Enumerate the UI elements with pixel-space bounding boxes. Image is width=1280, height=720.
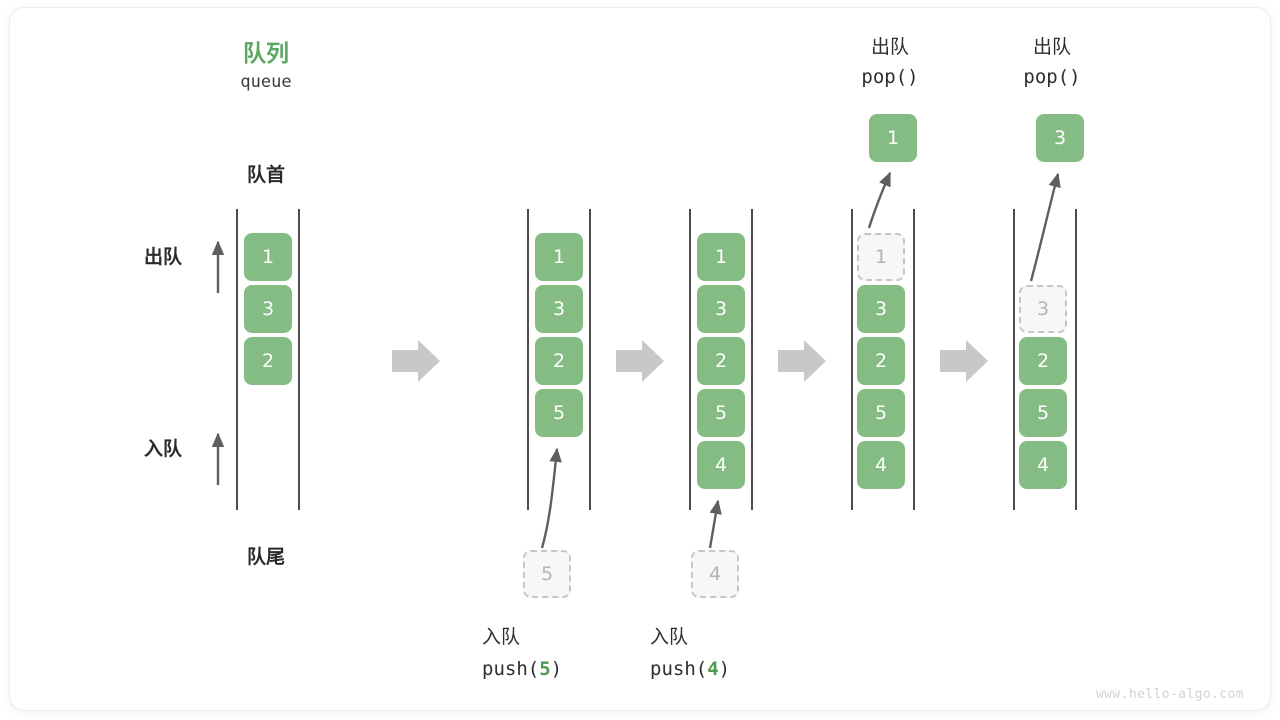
stage-push5-caption-code: push(5) — [482, 658, 662, 680]
rail-left-pop1 — [851, 209, 853, 510]
cell-push5-2: 2 — [535, 337, 583, 385]
rail-left-initial — [236, 209, 238, 510]
cell-push4-2: 2 — [697, 337, 745, 385]
stage-push5-caption-cn: 入队 — [482, 626, 521, 648]
stage-push4-caption-cn: 入队 — [650, 626, 689, 648]
rail-right-push5 — [589, 209, 591, 510]
push5-code-prefix: push( — [482, 658, 540, 680]
cell-push4-4: 4 — [697, 441, 745, 489]
ghost-pop3-removed: 3 — [1019, 285, 1067, 333]
rear-label: 队尾 — [246, 546, 285, 568]
ghost-pop1-removed: 1 — [857, 233, 905, 281]
cell-initial-0: 1 — [244, 233, 292, 281]
rail-right-initial — [298, 209, 300, 510]
cell-push4-0: 1 — [697, 233, 745, 281]
front-label: 队首 — [246, 164, 285, 186]
cell-push5-0: 1 — [535, 233, 583, 281]
push5-arrow — [540, 447, 562, 549]
cell-pop3-1: 2 — [1019, 337, 1067, 385]
rail-left-push5 — [527, 209, 529, 510]
diagram-title-cn: 队列 — [243, 41, 289, 67]
rail-left-pop3 — [1013, 209, 1015, 510]
cell-pop1-3: 5 — [857, 389, 905, 437]
push4-code-prefix: push( — [650, 658, 708, 680]
cell-pop1-1: 3 — [857, 285, 905, 333]
pop1-arrow — [867, 171, 892, 229]
cell-pop3-2: 5 — [1019, 389, 1067, 437]
cell-pop3-3: 4 — [1019, 441, 1067, 489]
pop3-arrow — [1029, 172, 1061, 282]
stage-pop1-header-code: pop() — [861, 66, 919, 88]
stage-pop1-header-cn: 出队 — [870, 36, 909, 58]
push5-code-num: 5 — [539, 658, 551, 680]
stage-pop3-header-code: pop() — [1023, 66, 1081, 88]
stage-arrow-3 — [778, 340, 826, 382]
watermark: www.hello-algo.com — [1095, 687, 1244, 702]
rail-right-pop1 — [913, 209, 915, 510]
cell-push4-3: 5 — [697, 389, 745, 437]
enqueue-side-label: 入队 — [144, 438, 183, 460]
cell-push5-1: 3 — [535, 285, 583, 333]
stage-arrow-2 — [616, 340, 664, 382]
push5-code-suffix: ) — [550, 658, 563, 680]
cell-initial-1: 3 — [244, 285, 292, 333]
ghost-push4-incoming: 4 — [691, 550, 739, 598]
popped-value-pop1: 1 — [869, 114, 917, 162]
push4-arrow — [708, 499, 722, 549]
cell-pop1-2: 2 — [857, 337, 905, 385]
stage-pop3-header-cn: 出队 — [1032, 36, 1071, 58]
popped-value-pop3: 3 — [1036, 114, 1084, 162]
cell-initial-2: 2 — [244, 337, 292, 385]
dequeue-side-label: 出队 — [144, 246, 183, 268]
rail-left-push4 — [689, 209, 691, 510]
cell-push4-1: 3 — [697, 285, 745, 333]
diagram-title-code: queue — [240, 72, 292, 92]
rail-right-pop3 — [1075, 209, 1077, 510]
cell-push5-3: 5 — [535, 389, 583, 437]
push4-code-suffix: ) — [718, 658, 731, 680]
ghost-push5-incoming: 5 — [523, 550, 571, 598]
rail-right-push4 — [751, 209, 753, 510]
cell-pop1-4: 4 — [857, 441, 905, 489]
stage-arrow-1 — [392, 340, 440, 382]
push4-code-num: 4 — [707, 658, 719, 680]
stage-arrow-4 — [940, 340, 988, 382]
stage-push4-caption-code: push(4) — [650, 658, 830, 680]
